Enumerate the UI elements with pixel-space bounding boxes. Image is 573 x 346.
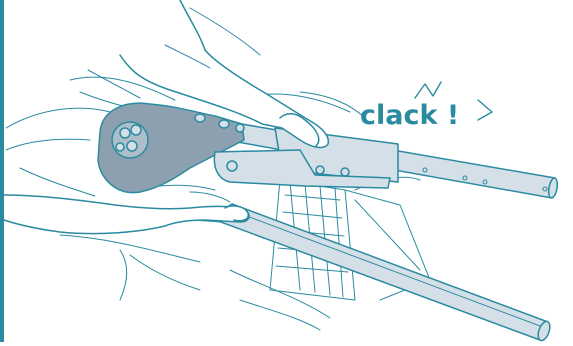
sound-effect-label: clack !: [360, 100, 459, 131]
lower-hand: [3, 184, 250, 235]
left-border: [0, 0, 4, 342]
sound-arrow-icon: [477, 99, 493, 121]
sound-spark-icon: [414, 81, 442, 99]
hinge-joint: [97, 102, 245, 194]
sound-effect: clack !: [360, 81, 493, 131]
lower-tube: [209, 203, 551, 342]
upper-hand: [119, 0, 330, 149]
